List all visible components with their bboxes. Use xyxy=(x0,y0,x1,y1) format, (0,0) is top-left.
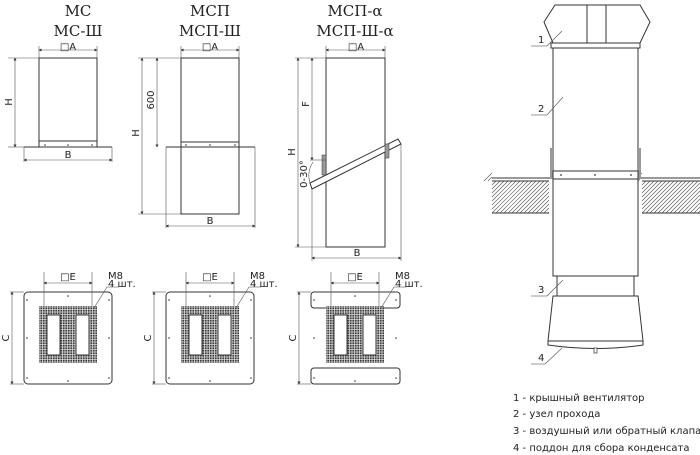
legend: 1 - крышный вентилятор 2 - узел прохода … xyxy=(513,393,700,454)
dim-c-label: C xyxy=(288,334,299,341)
dim-b-label: B xyxy=(207,216,214,227)
callout-2: 2 xyxy=(531,96,564,116)
dim-c-label: C xyxy=(143,334,154,341)
bolt-count-label: 4 шт. xyxy=(108,279,136,290)
roof-passage-unit xyxy=(552,47,639,277)
air-damper xyxy=(556,275,635,297)
silencer-body xyxy=(38,57,98,148)
roof-slab xyxy=(483,172,700,214)
figure-subtitle: МС-Ш xyxy=(53,22,102,40)
figure-subtitle: МСП-Ш-α xyxy=(316,22,393,40)
figure-title: МСП xyxy=(190,2,230,20)
bolt-label: M8 xyxy=(395,271,410,282)
svg-text:3: 3 xyxy=(538,285,544,296)
dim-e-label: □E xyxy=(202,272,218,283)
bolt-count-label: 4 шт. xyxy=(395,279,423,290)
dim-f-label: F xyxy=(301,101,312,107)
dim-h-label: H xyxy=(131,129,142,137)
flange-top xyxy=(310,291,401,309)
silencer-body xyxy=(180,57,240,215)
figure-title: МС xyxy=(65,2,92,20)
legend-item: 4 - поддон для сбора конденсата xyxy=(513,443,689,454)
dim-b-label: B xyxy=(354,248,361,259)
dim-e-label: □E xyxy=(60,272,76,283)
plan-view: □E C M84 шт. xyxy=(143,271,278,385)
dim-h-label: H xyxy=(4,98,15,106)
dim-c-label: C xyxy=(1,334,12,341)
legend-item: 1 - крышный вентилятор xyxy=(513,393,644,404)
svg-text:1: 1 xyxy=(538,35,544,46)
flange-bottom xyxy=(310,367,401,385)
figure-mc: МС МС-Ш □A H B xyxy=(4,2,113,162)
svg-text:4: 4 xyxy=(538,353,544,364)
dim-a-label: □A xyxy=(202,42,218,53)
condensate-pan xyxy=(547,295,644,342)
dim-angle-label: 0-30° xyxy=(299,160,310,188)
roof-fan xyxy=(543,4,651,44)
plan-view: □E C M84 шт. xyxy=(1,271,136,385)
bolt-label: M8 xyxy=(108,271,123,282)
legend-item: 3 - воздушный или обратный клапан xyxy=(513,426,700,437)
dim-h-label: H xyxy=(287,148,298,156)
bolt-label: M8 xyxy=(250,271,265,282)
callout-3: 3 xyxy=(531,279,564,297)
dim-e-label: □E xyxy=(347,272,363,283)
svg-text:2: 2 xyxy=(538,104,544,115)
figure-subtitle: МСП-Ш xyxy=(179,22,241,40)
callout-4: 4 xyxy=(531,347,563,365)
figure-title: МСП-α xyxy=(327,2,382,20)
assembly-view: 1 2 3 4 1 - крышный вентилятор 2 - узел … xyxy=(483,4,700,454)
figure-mcp: МСП МСП-Ш □A 600 H B xyxy=(131,2,256,228)
figure-mcp-alpha: МСП-α МСП-Ш-α □A F H 0-30° B xyxy=(287,2,402,261)
dim-600-label: 600 xyxy=(146,90,157,109)
plan-view: □E C M84 шт. xyxy=(288,271,423,385)
dim-b-label: B xyxy=(65,150,72,161)
callout-1: 1 xyxy=(531,30,563,47)
legend-item: 2 - узел прохода xyxy=(513,409,600,420)
dim-a-label: □A xyxy=(348,42,364,53)
dim-a-label: □A xyxy=(60,42,76,53)
bolt-count-label: 4 шт. xyxy=(250,279,278,290)
